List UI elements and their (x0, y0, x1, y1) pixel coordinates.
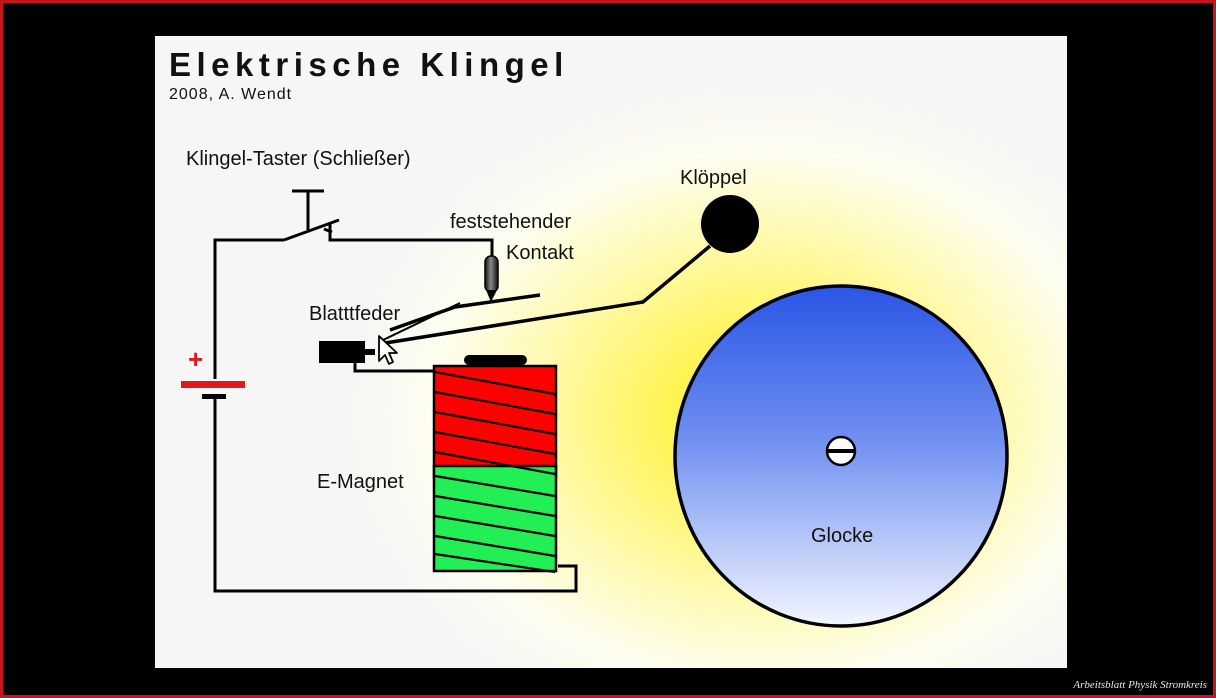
clapper-arm (378, 244, 712, 346)
magnet-label: E-Magnet (317, 471, 404, 493)
clapper-ball (701, 195, 759, 253)
switch-contact-arm (283, 218, 340, 242)
contact-label-line2: Kontakt (506, 242, 574, 264)
spring-label: Blatttfeder (309, 303, 401, 325)
wire-left-bottom (213, 394, 578, 593)
wire-spring-to-coil (353, 362, 435, 373)
electric-bell-diagram: Elektrische Klingel 2008, A. Wendt + (169, 46, 1009, 628)
contact-label-line1: feststehender (450, 211, 572, 233)
magnet-pole-cap (464, 355, 527, 365)
switch-contact-tip (323, 227, 333, 234)
push-button-switch (283, 189, 340, 242)
screw-icon (825, 435, 857, 467)
fixed-contact (484, 255, 499, 302)
page-title: Elektrische Klingel (169, 46, 569, 83)
coil-windings (434, 370, 556, 574)
diagram-panel: Elektrische Klingel 2008, A. Wendt + (155, 36, 1067, 668)
clapper-label: Klöppel (680, 167, 747, 189)
coil-red-section (432, 364, 558, 479)
battery-plus-label: + (188, 344, 203, 374)
watermark-text: Arbeitsblatt Physik Stromkreis (1073, 679, 1207, 691)
page-subtitle: 2008, A. Wendt (169, 86, 292, 103)
bell (673, 284, 1009, 628)
leaf-spring-upper (389, 293, 541, 332)
wire-left-top (213, 238, 284, 379)
battery: + (181, 344, 245, 399)
leaf-spring (378, 244, 712, 346)
leaf-spring-lower (378, 302, 461, 343)
battery-plus-plate (181, 381, 245, 388)
spring-mount-block (319, 341, 365, 363)
switch-label: Klingel-Taster (Schließer) (186, 148, 411, 170)
bell-label: Glocke (811, 525, 873, 547)
battery-minus-plate (202, 394, 226, 399)
mouse-cursor-icon (378, 335, 398, 365)
electromagnet (432, 355, 558, 574)
